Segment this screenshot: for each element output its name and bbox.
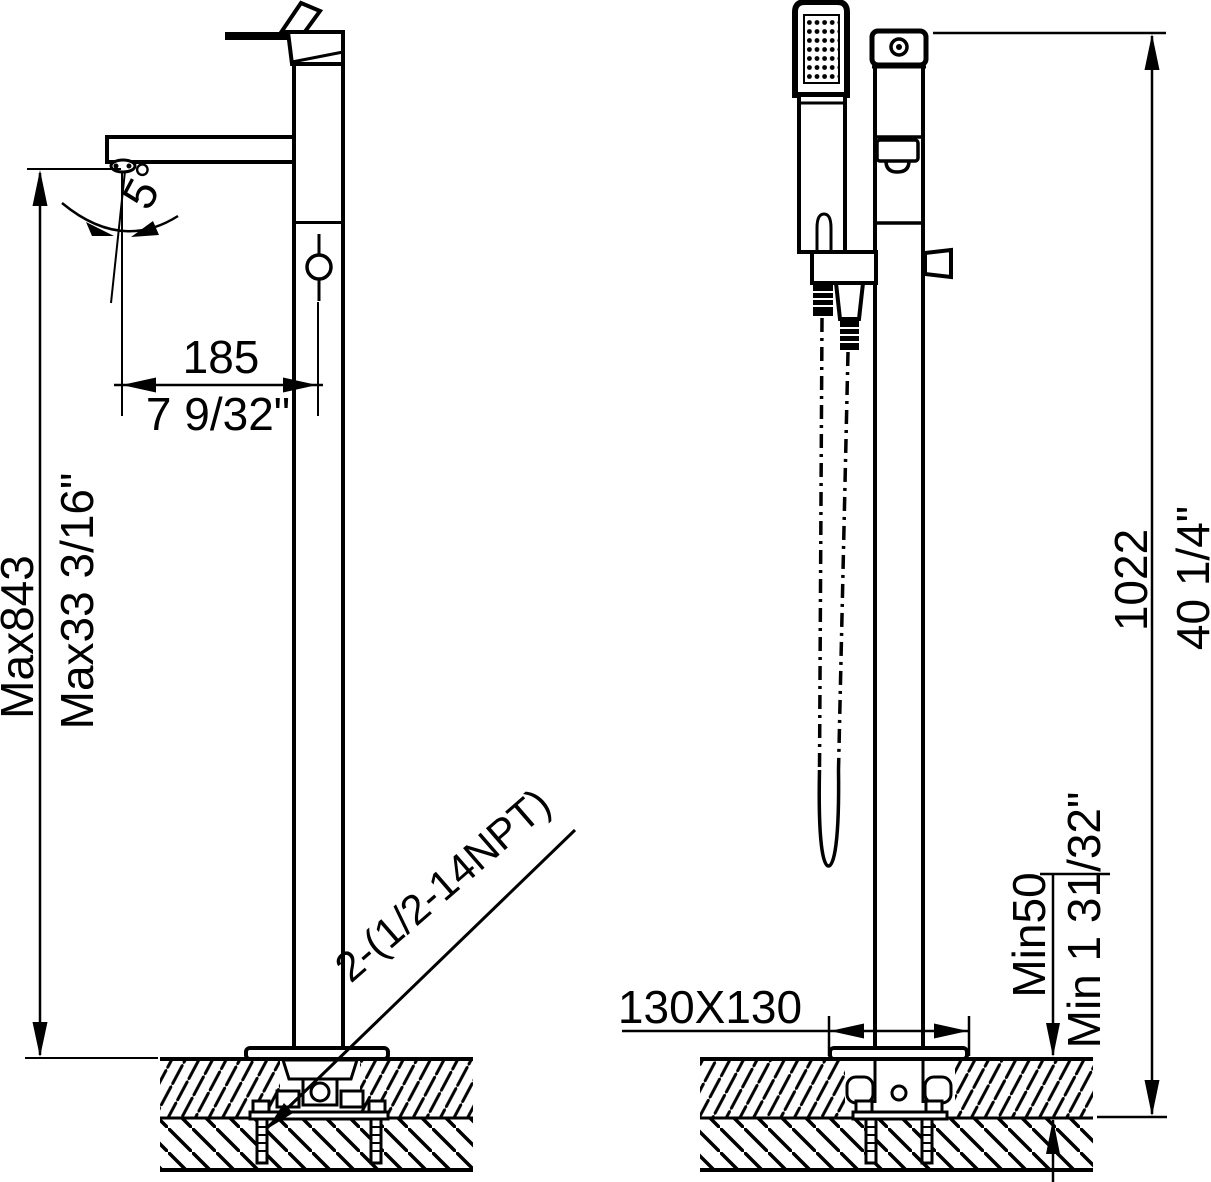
- diverter-ring: [305, 234, 333, 301]
- dimension-annotations: [25, 31, 1167, 1182]
- riser-column: [292, 61, 345, 1050]
- label-total-height-in: 40 1/4": [1167, 506, 1211, 650]
- cartridge-housing: [285, 30, 345, 66]
- shower-hose: [817, 317, 850, 868]
- spray-face: [803, 14, 840, 84]
- diverter-knob: [923, 247, 953, 280]
- hose-connectors: [813, 281, 866, 350]
- spout-end-face: [875, 138, 920, 163]
- label-overall-height-in: Max33 3/16": [51, 473, 103, 730]
- label-base-plate-size: 130X130: [618, 981, 802, 1033]
- faucet-side-view: [105, 0, 390, 1061]
- spout: [105, 135, 296, 164]
- label-spout-reach-in: 7 9/32": [146, 388, 290, 440]
- faucet-front-view: [792, 0, 969, 1061]
- label-overall-height-mm: Max843: [0, 555, 43, 719]
- label-total-height-mm: 1022: [1105, 529, 1157, 631]
- label-floor-thickness-mm: Min50: [1003, 872, 1055, 997]
- mounting-hardware-right: [845, 1059, 953, 1165]
- label-floor-thickness-in: Min 1 31/32": [1058, 792, 1110, 1049]
- label-spout-reach-mm: 185: [183, 331, 260, 383]
- shower-holder-bracket: [810, 250, 878, 285]
- aerator-end-face: [884, 160, 911, 174]
- hand-shower: [792, 0, 850, 254]
- mounting-hardware-left: [248, 1058, 390, 1165]
- riser-column: [873, 61, 925, 1050]
